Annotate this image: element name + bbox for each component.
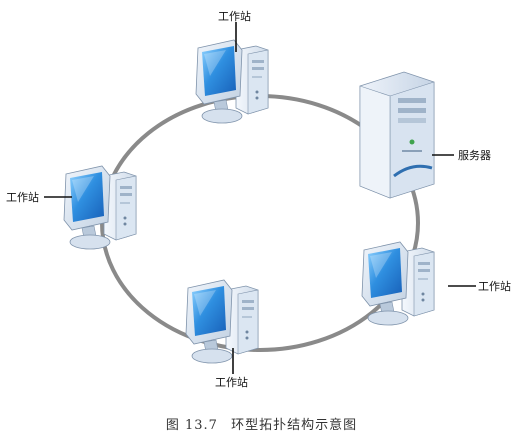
- label-workstation-top: 工作站: [218, 9, 251, 23]
- workstation-left-icon: [63, 165, 137, 250]
- figure-title: 环型拓扑结构示意图: [231, 418, 358, 433]
- server-icon: [359, 71, 435, 199]
- label-workstation-right: 工作站: [478, 279, 511, 293]
- label-workstation-bottom: 工作站: [215, 375, 248, 389]
- label-workstation-left: 工作站: [6, 190, 39, 204]
- workstation-bottom-icon: [185, 279, 259, 364]
- figure-caption: 图 13.7 环型拓扑结构示意图: [0, 414, 523, 433]
- label-server: 服务器: [458, 149, 491, 162]
- workstation-top-icon: [195, 39, 269, 124]
- figure-number: 图 13.7: [165, 418, 218, 433]
